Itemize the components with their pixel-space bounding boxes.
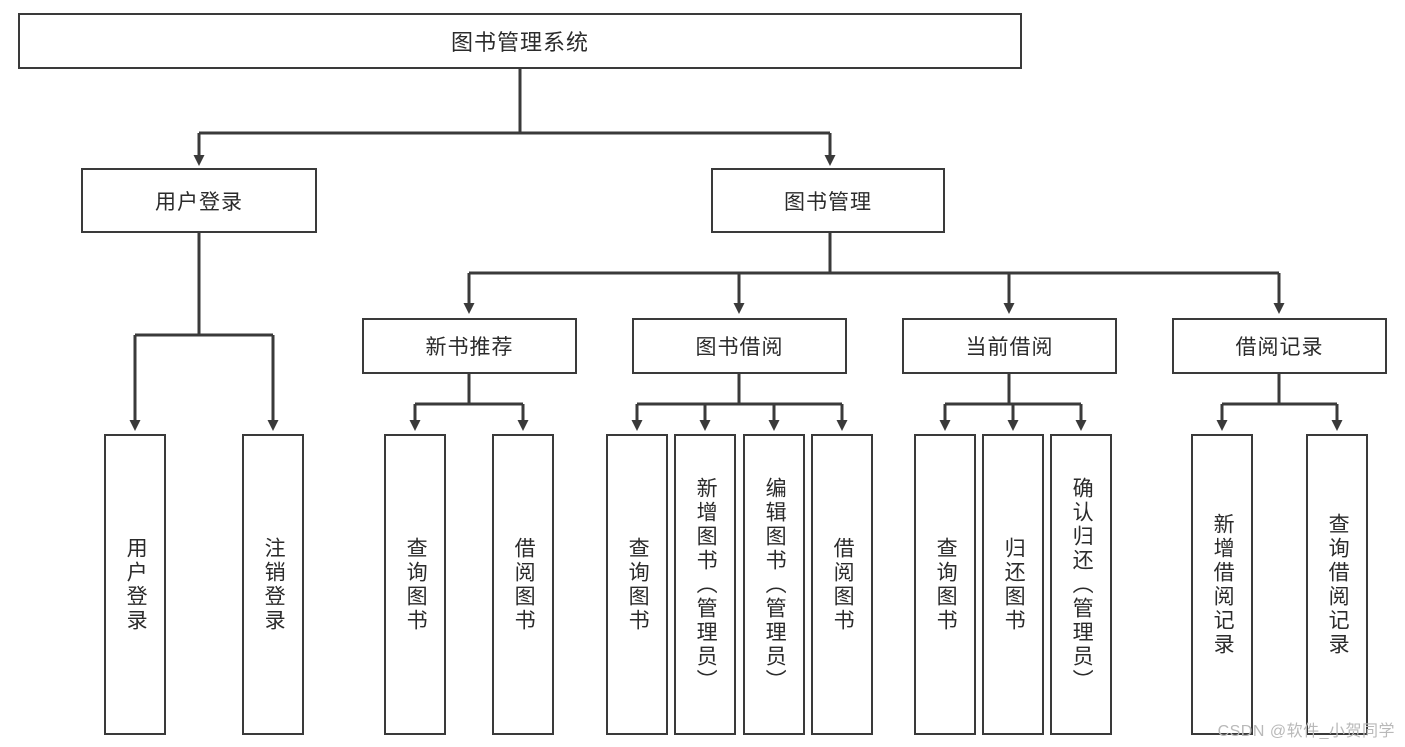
leaf-book-borrow-add-admin[interactable]: 新增图书（管理员） — [674, 434, 736, 735]
leaf-label: 借阅图书 — [512, 536, 536, 633]
leaf-current-borrow-confirm-return-admin[interactable]: 确认归还（管理员） — [1050, 434, 1112, 735]
leaf-new-book-query[interactable]: 查询图书 — [384, 434, 446, 735]
leaf-current-borrow-query[interactable]: 查询图书 — [914, 434, 976, 735]
node-label: 新书推荐 — [425, 336, 514, 359]
node-new-book-recommend[interactable]: 新书推荐 — [362, 318, 577, 374]
leaf-current-borrow-return[interactable]: 归还图书 — [982, 434, 1044, 735]
leaf-label: 查询图书 — [626, 536, 650, 633]
leaf-label: 查询图书 — [934, 536, 958, 633]
node-current-borrow[interactable]: 当前借阅 — [902, 318, 1117, 374]
node-label: 图书管理系统 — [450, 30, 589, 55]
node-borrow-record[interactable]: 借阅记录 — [1172, 318, 1387, 374]
leaf-borrow-record-add[interactable]: 新增借阅记录 — [1191, 434, 1253, 735]
leaf-label: 注销登录 — [262, 536, 286, 633]
leaf-label: 确认归还（管理员） — [1070, 476, 1094, 693]
leaf-label: 新增借阅记录 — [1211, 512, 1235, 657]
node-label: 借阅记录 — [1235, 336, 1324, 359]
leaf-label: 借阅图书 — [831, 536, 855, 633]
leaf-label: 用户登录 — [124, 536, 148, 633]
node-label: 图书借阅 — [695, 336, 784, 359]
leaf-book-borrow-edit-admin[interactable]: 编辑图书（管理员） — [743, 434, 805, 735]
leaf-label: 查询图书 — [404, 536, 428, 633]
node-book-management[interactable]: 图书管理 — [711, 168, 945, 233]
node-label: 用户登录 — [155, 190, 243, 214]
leaf-label: 编辑图书（管理员） — [763, 476, 787, 693]
leaf-label: 新增图书（管理员） — [694, 476, 718, 693]
leaf-new-book-borrow[interactable]: 借阅图书 — [492, 434, 554, 735]
leaf-book-borrow-query[interactable]: 查询图书 — [606, 434, 668, 735]
node-label: 图书管理 — [784, 190, 872, 214]
node-user-login[interactable]: 用户登录 — [81, 168, 317, 233]
leaf-user-login-login[interactable]: 用户登录 — [104, 434, 166, 735]
node-book-borrow[interactable]: 图书借阅 — [632, 318, 847, 374]
node-root-book-management-system[interactable]: 图书管理系统 — [18, 13, 1022, 69]
leaf-label: 查询借阅记录 — [1326, 512, 1350, 657]
watermark-text: CSDN @软件_小贺同学 — [1217, 723, 1395, 740]
leaf-book-borrow-borrow[interactable]: 借阅图书 — [811, 434, 873, 735]
node-label: 当前借阅 — [965, 336, 1054, 359]
leaf-user-login-logout[interactable]: 注销登录 — [242, 434, 304, 735]
leaf-borrow-record-query[interactable]: 查询借阅记录 — [1306, 434, 1368, 735]
leaf-label: 归还图书 — [1002, 536, 1026, 633]
